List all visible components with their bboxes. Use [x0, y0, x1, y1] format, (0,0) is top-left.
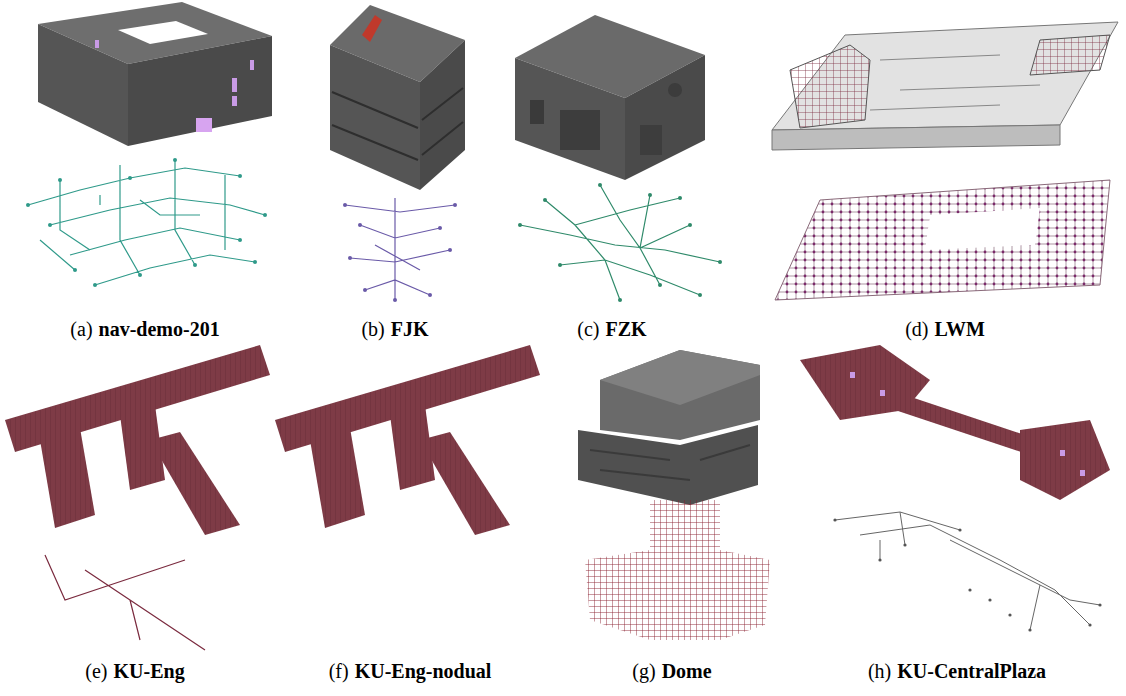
panel-name: Dome	[662, 660, 712, 683]
building-a	[38, 2, 272, 146]
building-b	[330, 5, 465, 190]
panel-name: LWM	[934, 318, 984, 341]
panel-name: KU-CentralPlaza	[897, 660, 1046, 683]
network-d	[775, 180, 1110, 300]
network-c-nodes	[518, 183, 722, 302]
panel-name: KU-Eng-nodual	[355, 660, 492, 683]
network-h-nodes	[833, 518, 1101, 631]
panel-caption: (g) Dome	[632, 660, 711, 683]
panel-caption: (b) FJK	[361, 318, 428, 341]
panel-caption: (f) KU-Eng-nodual	[329, 660, 492, 683]
network-c	[520, 185, 720, 300]
building-e	[5, 345, 270, 535]
network-a-nodes	[26, 158, 267, 287]
building-d	[772, 22, 1118, 150]
network-h	[835, 512, 1100, 630]
building-h	[800, 345, 1110, 500]
panel-caption: (a) nav-demo-201	[70, 318, 219, 341]
panel-letter: (f)	[329, 660, 349, 683]
panel-letter: (d)	[905, 318, 928, 341]
panel-caption: (e) KU-Eng	[85, 660, 184, 683]
panel-letter: (h)	[868, 660, 891, 683]
panel-caption: (h) KU-CentralPlaza	[868, 660, 1046, 683]
panel-letter: (c)	[577, 318, 599, 341]
panel-letter: (e)	[85, 660, 107, 683]
panel-caption: (d) LWM	[905, 318, 985, 341]
panel-caption: (c) FZK	[577, 318, 646, 341]
building-g	[578, 350, 760, 505]
panel-letter: (a)	[70, 318, 92, 341]
panel-name: FJK	[391, 318, 429, 341]
building-c	[515, 15, 705, 180]
network-b	[345, 198, 455, 300]
panel-letter: (b)	[361, 318, 384, 341]
network-a	[28, 160, 265, 285]
panel-name: FZK	[606, 318, 647, 341]
building-f	[275, 345, 540, 535]
network-g	[585, 500, 770, 640]
panel-name: KU-Eng	[114, 660, 185, 683]
panel-name: nav-demo-201	[99, 318, 220, 341]
network-b-nodes	[343, 203, 457, 302]
panel-letter: (g)	[632, 660, 655, 683]
network-e	[45, 555, 205, 650]
